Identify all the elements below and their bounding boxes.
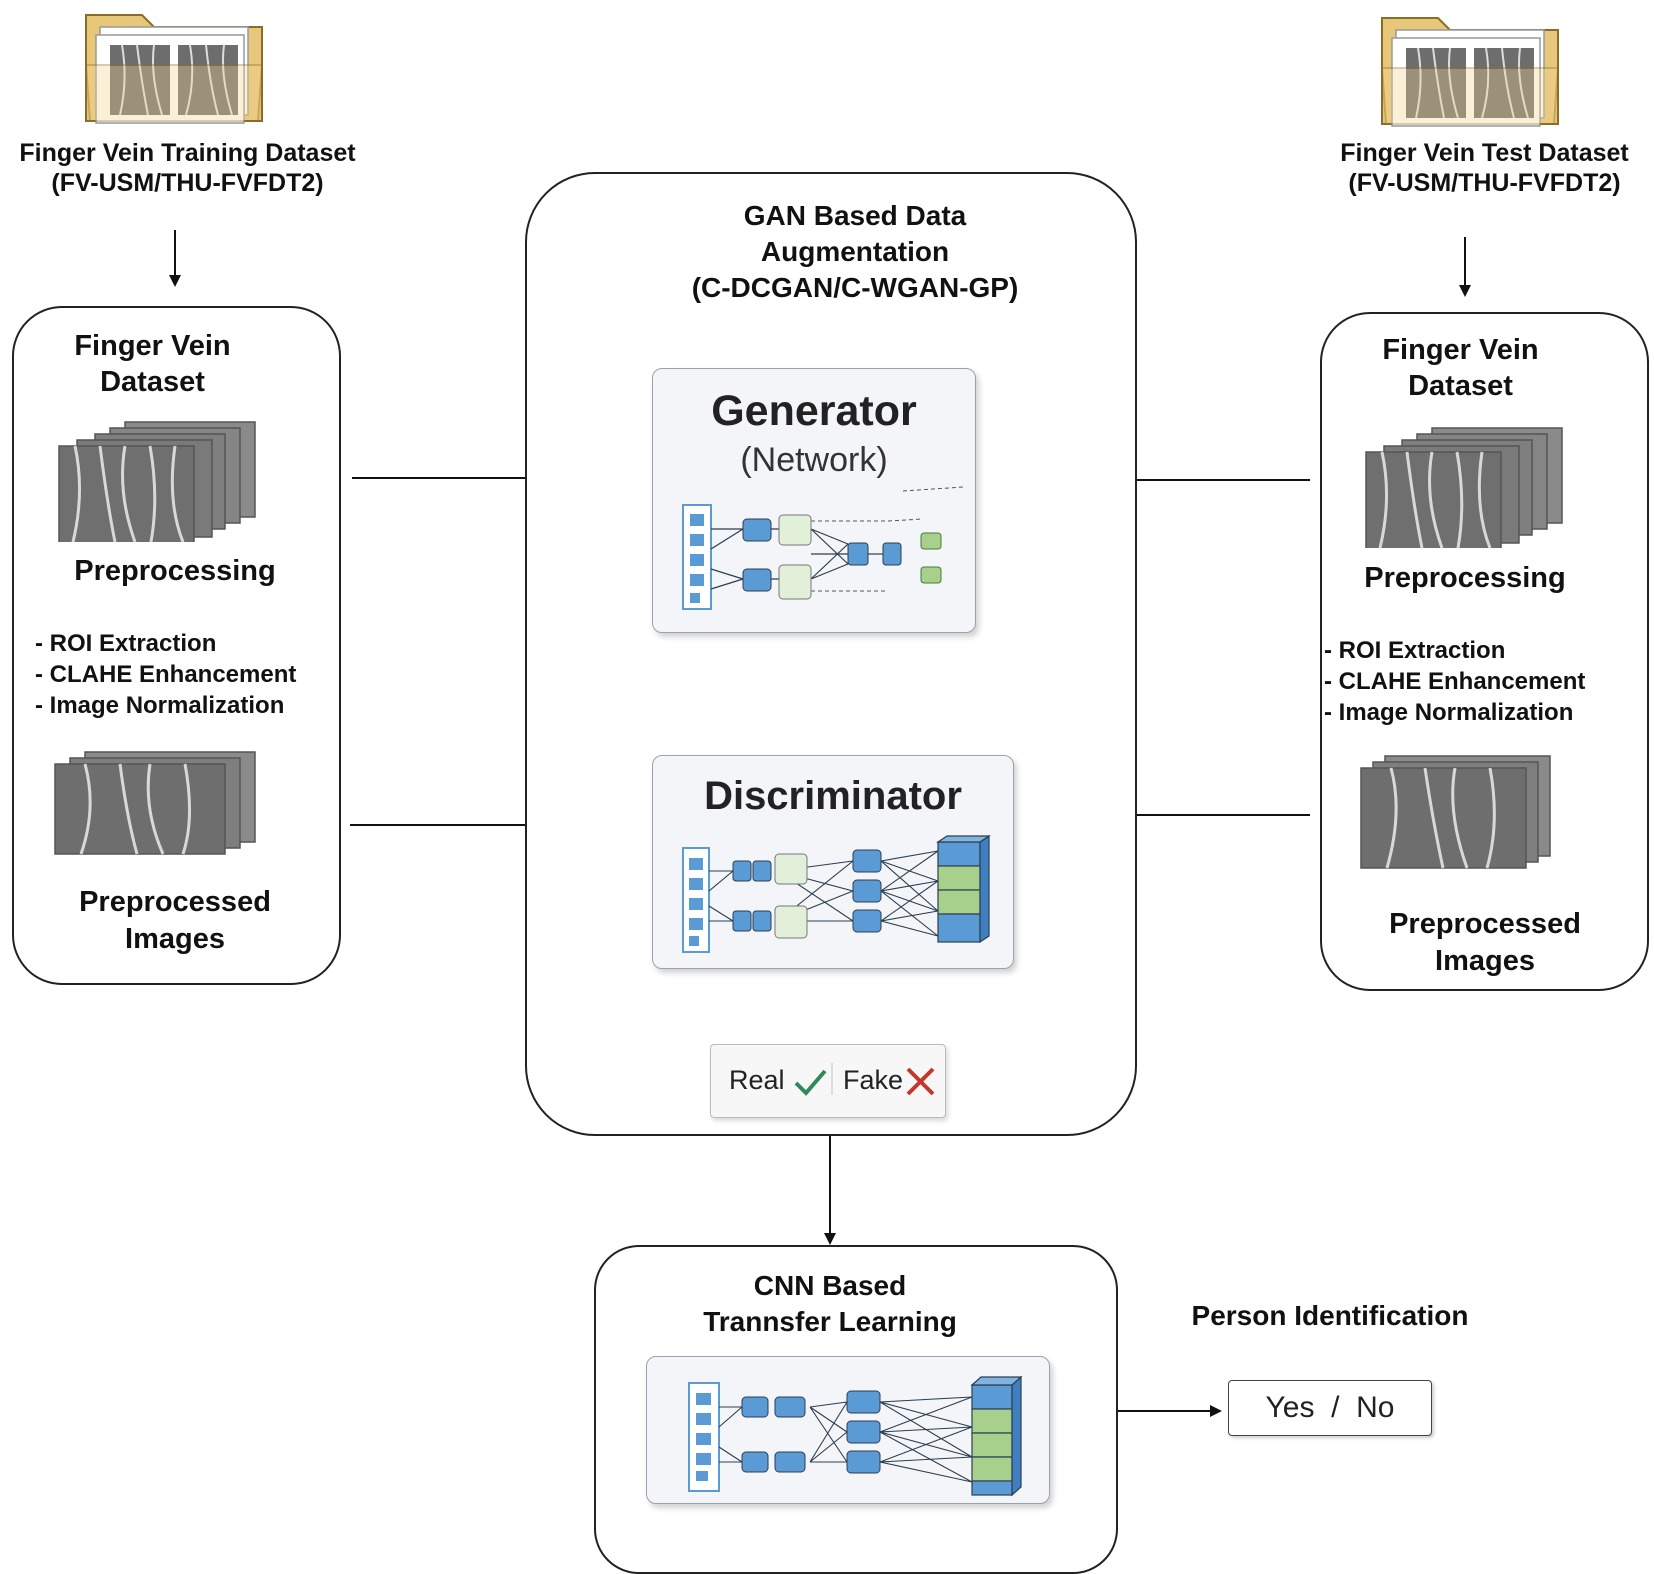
folder-training-icon xyxy=(82,5,267,125)
training-step-clahe: - CLAHE Enhancement xyxy=(35,661,297,688)
fake-label: Fake xyxy=(843,1065,904,1095)
cnn-title-line1: CNN Based xyxy=(753,1270,907,1301)
training-preprocessed-label: Preprocessed Images xyxy=(40,884,310,958)
test-preprocessed-line1: Preprocessed xyxy=(1389,908,1581,940)
gan-title: GAN Based Data Augmentation (C-DCGAN/C-W… xyxy=(625,198,1085,306)
training-box-title-line2: Dataset xyxy=(100,366,205,398)
cnn-network-panel xyxy=(646,1356,1050,1504)
finger-vein-stack-image xyxy=(55,412,275,544)
test-box-title: Finger Vein Dataset xyxy=(1348,332,1573,404)
gan-augmentation-box xyxy=(525,172,1137,1136)
test-preprocessing-steps: - ROI Extraction - CLAHE Enhancement - I… xyxy=(1324,635,1585,728)
test-box-title-line2: Dataset xyxy=(1408,370,1513,402)
training-preprocessing-steps: - ROI Extraction - CLAHE Enhancement - I… xyxy=(35,628,296,721)
training-preprocessed-line2: Images xyxy=(125,923,225,955)
yes-no-text: Yes / No xyxy=(1265,1391,1395,1424)
cross-icon xyxy=(906,1067,935,1096)
test-dataset-title: Finger Vein Test Dataset (FV-USM/THU-FVF… xyxy=(1315,138,1654,198)
test-preprocessed-line2: Images xyxy=(1435,945,1535,977)
generator-network-diagram xyxy=(682,486,964,610)
generator-title: Generator xyxy=(711,387,917,435)
test-dataset-box xyxy=(1320,312,1649,991)
yes-no-output-box: Yes / No xyxy=(1228,1380,1432,1436)
test-step-roi: - ROI Extraction xyxy=(1324,637,1506,664)
discriminator-panel: Discriminator xyxy=(652,755,1014,969)
discriminator-network-diagram xyxy=(682,834,991,953)
generator-subtitle: (Network) xyxy=(740,441,888,479)
divider-slash xyxy=(831,1063,833,1095)
test-preprocessed-images-stack xyxy=(1355,752,1575,877)
folder-test-icon xyxy=(1378,8,1563,128)
cnn-title: CNN Based Trannsfer Learning xyxy=(640,1268,1020,1340)
test-preprocessing-label: Preprocessing xyxy=(1364,562,1566,594)
training-step-roi: - ROI Extraction xyxy=(35,630,217,657)
gan-title-line3: (C-DCGAN/C-WGAN-GP) xyxy=(691,272,1019,303)
generator-panel: Generator (Network) xyxy=(652,368,976,633)
real-label: Real xyxy=(729,1065,785,1095)
test-step-normalization: - Image Normalization xyxy=(1324,699,1574,726)
real-fake-output: Real Fake xyxy=(710,1044,946,1118)
discriminator-title: Discriminator xyxy=(704,774,962,818)
check-icon xyxy=(794,1069,827,1096)
training-step-normalization: - Image Normalization xyxy=(35,692,285,719)
test-preprocessed-label: Preprocessed Images xyxy=(1350,906,1620,980)
test-dataset-title-line2: (FV-USM/THU-FVFDT2) xyxy=(1348,169,1621,197)
training-dataset-box xyxy=(12,306,341,985)
training-preprocessed-line1: Preprocessed xyxy=(79,886,271,918)
training-preprocessing-label: Preprocessing xyxy=(74,555,276,587)
person-identification-label: Person Identification xyxy=(1191,1300,1469,1331)
gan-title-line1: GAN Based Data xyxy=(743,200,967,231)
training-dataset-title: Finger Vein Training Dataset (FV-USM/THU… xyxy=(0,138,375,198)
test-step-clahe: - CLAHE Enhancement xyxy=(1324,668,1586,695)
training-dataset-title-line1: Finger Vein Training Dataset xyxy=(19,139,356,167)
training-dataset-title-line2: (FV-USM/THU-FVFDT2) xyxy=(51,169,324,197)
test-dataset-title-line1: Finger Vein Test Dataset xyxy=(1340,139,1629,167)
cnn-network-diagram xyxy=(688,1375,1023,1497)
training-box-title: Finger Vein Dataset xyxy=(40,328,265,400)
test-finger-vein-stack-image xyxy=(1362,418,1582,550)
training-box-title-line1: Finger Vein xyxy=(74,330,231,362)
preprocessed-images-stack xyxy=(45,748,265,858)
test-box-title-line1: Finger Vein xyxy=(1382,334,1539,366)
cnn-title-line2: Trannsfer Learning xyxy=(703,1306,957,1337)
gan-title-line2: Augmentation xyxy=(760,236,950,267)
